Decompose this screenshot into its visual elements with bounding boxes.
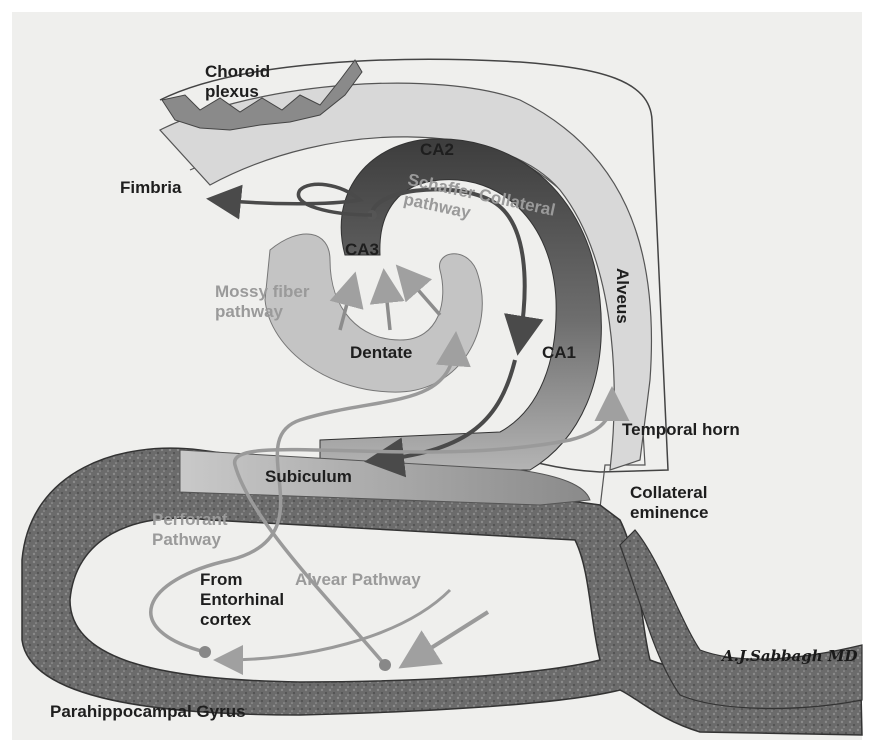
- label-alvear-pathway: Alvear Pathway: [295, 570, 421, 589]
- fimbria-arrow: [206, 182, 373, 220]
- entorhinal-arrow-1: [213, 588, 452, 675]
- ca1-subiculum-arrow: [364, 359, 517, 478]
- schaffer-arrow: [370, 187, 544, 356]
- label-fimbria: Fimbria: [120, 178, 182, 197]
- perforant-pathway: [149, 331, 471, 654]
- alvear-node: [379, 659, 391, 671]
- label-collateral-eminence: Collateral eminence: [630, 483, 709, 522]
- entorhinal-node: [199, 646, 211, 658]
- label-ca1: CA1: [542, 343, 577, 362]
- choroid-plexus: [161, 59, 363, 131]
- label-parahippocampal-gyrus: Parahippocampal Gyrus: [50, 702, 246, 721]
- label-ca3: CA3: [345, 240, 380, 259]
- mossy-arrow-2: [369, 268, 405, 331]
- cornu-ammonis: [319, 138, 602, 471]
- parahippocampal-gyrus: [21, 447, 863, 736]
- label-perforant-pathway: Perforant Pathway: [152, 510, 228, 549]
- label-subiculum: Subiculum: [265, 467, 352, 486]
- mossy-arrow-3: [395, 264, 442, 317]
- collateral-eminence-band: [619, 529, 863, 710]
- label-alveus: Alveus: [613, 268, 632, 324]
- label-ca2: CA2: [420, 140, 455, 159]
- entorhinal-arrow-2: [398, 610, 490, 669]
- label-temporal-horn: Temporal horn: [622, 420, 740, 439]
- author-signature: A.J.Sabbagh MD: [722, 647, 858, 665]
- label-dentate: Dentate: [350, 343, 413, 362]
- ventricle-outline: [159, 58, 669, 473]
- label-choroid-plexus: Choroid plexus: [205, 62, 271, 101]
- subiculum: [179, 449, 591, 506]
- alvear-pathway: [233, 386, 630, 667]
- mossy-arrow-1: [329, 271, 364, 331]
- label-from-entorhinal: From Entorhinal cortex: [200, 570, 285, 629]
- label-mossy-fiber: Mossy fiber pathway: [215, 282, 310, 321]
